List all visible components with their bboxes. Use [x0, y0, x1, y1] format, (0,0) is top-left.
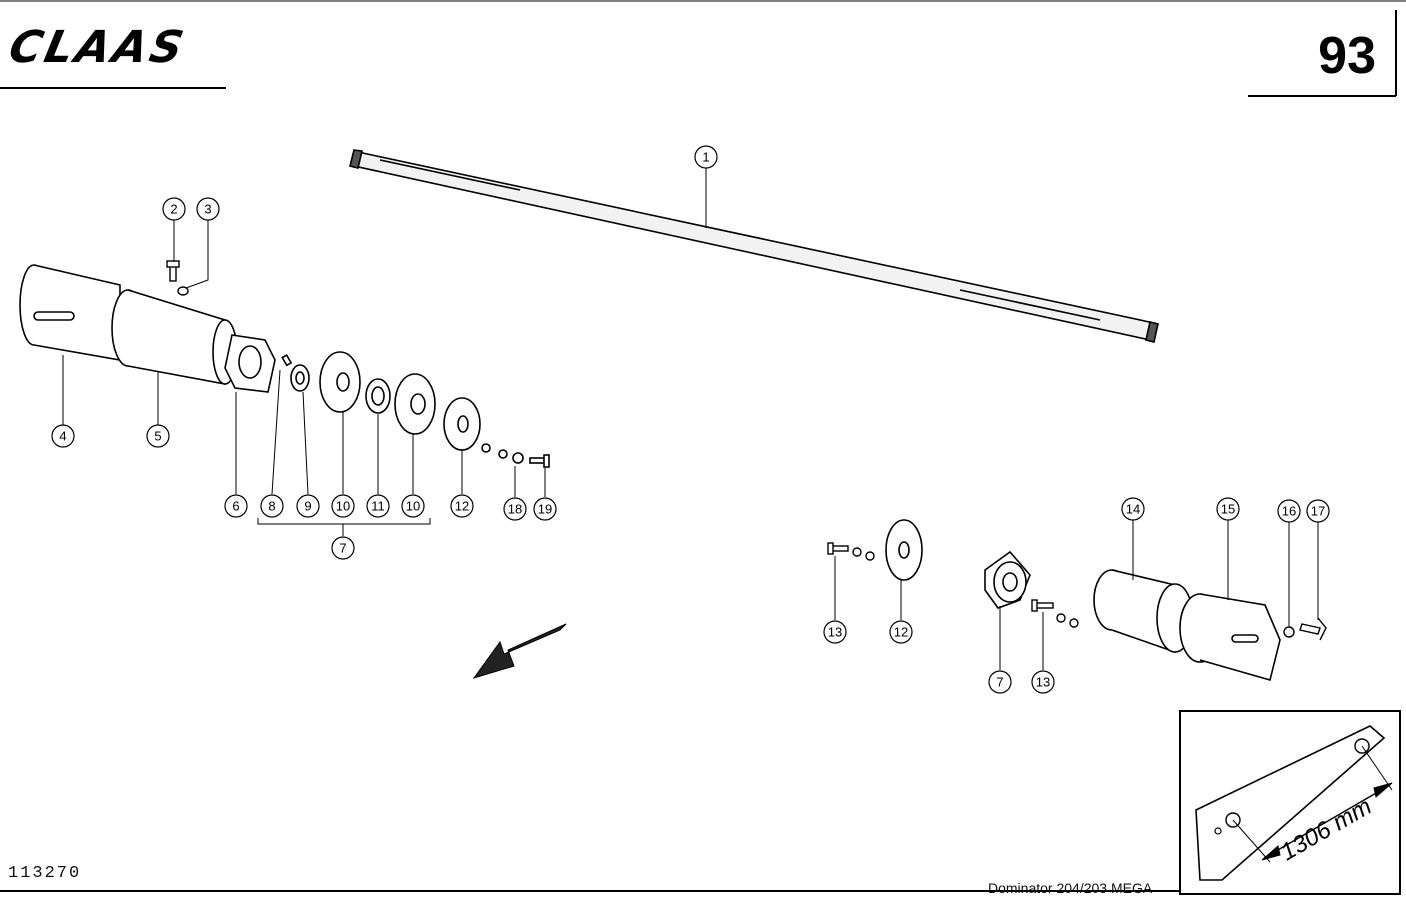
callout-15: 15	[1221, 502, 1235, 517]
callout-18: 18	[508, 502, 522, 517]
callout-7-right: 7	[996, 675, 1003, 690]
callout-6: 6	[232, 499, 239, 514]
callout-5: 5	[154, 429, 161, 444]
inset-box	[1179, 710, 1401, 895]
callout-1: 1	[702, 150, 709, 165]
sleeve-part-15	[1179, 593, 1281, 681]
callout-13-b: 13	[1036, 675, 1050, 690]
shaft-part-1	[349, 149, 1159, 343]
callout-16: 16	[1282, 504, 1296, 519]
callout-19: 19	[538, 502, 552, 517]
bearing-stack	[281, 351, 550, 468]
flange-part-6	[224, 334, 276, 393]
sleeve-part-14	[1093, 569, 1194, 654]
model-label: Dominator 204/203 MEGA	[988, 880, 1153, 896]
page-number: 93	[1318, 27, 1376, 85]
callout-17: 17	[1311, 504, 1325, 519]
callout-12-right: 12	[894, 625, 908, 640]
washer-part-3	[177, 286, 189, 296]
callout-2: 2	[170, 202, 177, 217]
callout-10-a: 10	[336, 499, 350, 514]
drawing-number: 113270	[8, 864, 82, 883]
callout-9: 9	[304, 499, 311, 514]
callout-11: 11	[371, 499, 385, 514]
callout-7-left: 7	[339, 541, 346, 556]
callout-13-a: 13	[828, 625, 842, 640]
callout-14: 14	[1126, 502, 1140, 517]
leader-lines	[62, 168, 1319, 670]
direction-arrow	[472, 623, 567, 679]
brand-logo: CLAAS	[4, 22, 191, 73]
plate-part-12-right	[885, 519, 923, 581]
tube-part-5	[111, 289, 238, 385]
right-fasteners	[827, 542, 1327, 641]
callout-12-left: 12	[455, 499, 469, 514]
tube-part-4	[19, 264, 121, 361]
callout-10-b: 10	[406, 499, 420, 514]
callout-8: 8	[268, 499, 275, 514]
callout-circles	[51, 145, 1330, 694]
callout-3: 3	[204, 202, 211, 217]
callout-4: 4	[59, 429, 66, 444]
bearing-housing-part-7	[984, 550, 1031, 609]
bolt-part-2	[166, 260, 180, 282]
